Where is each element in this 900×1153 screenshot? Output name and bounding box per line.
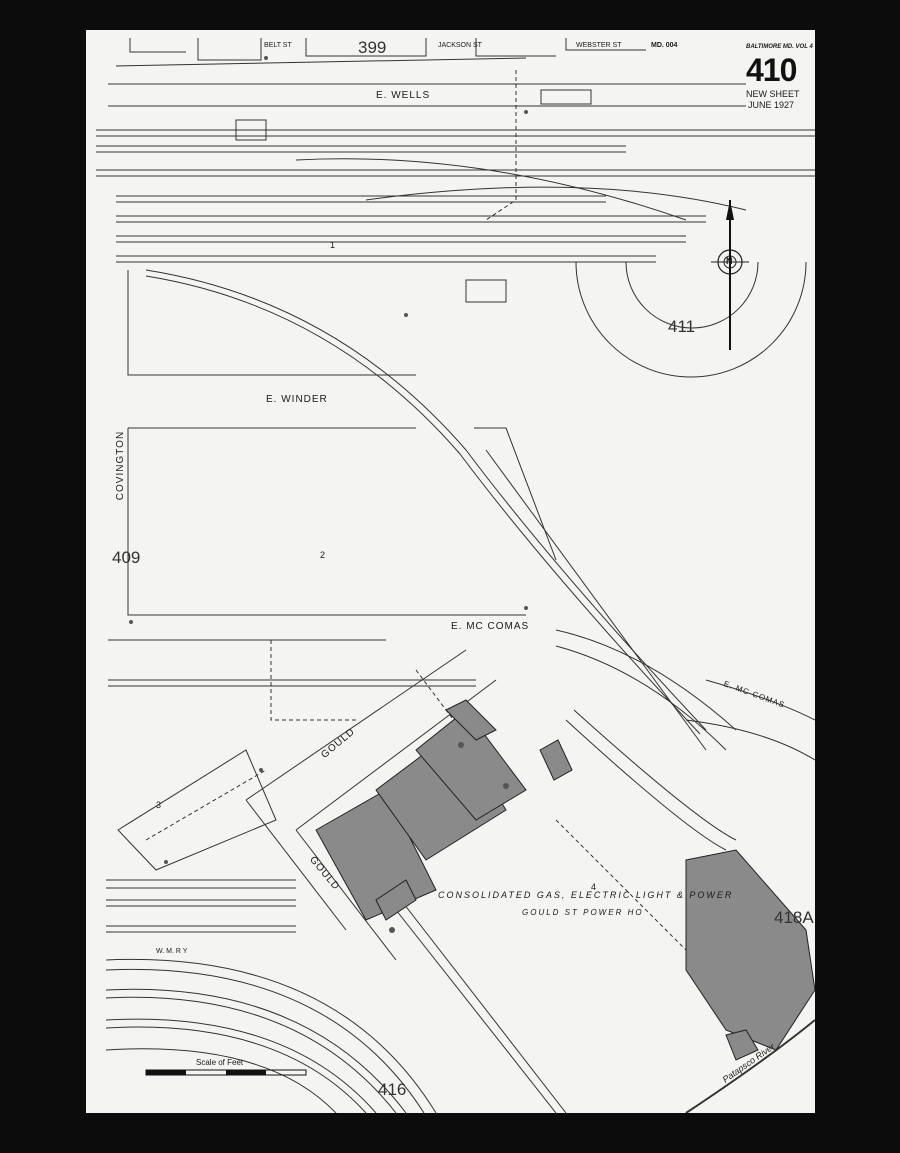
plant-name: GOULD ST POWER HO [522,908,644,917]
sheet-date: JUNE 1927 [748,100,795,110]
railway-label: W. M. R Y [156,948,188,955]
street-e-mccomas: E. MC COMAS [451,621,530,632]
scale-label: Scale of Feet [196,1058,244,1067]
block-number: 4 [591,882,597,892]
volume-label: BALTIMORE MD. VOL 4 [746,44,813,50]
plant-company: CONSOLIDATED GAS, ELECTRIC LIGHT & POWER [438,890,734,900]
adjoining-sheet-left: 409 [112,548,141,567]
map-drawing [96,38,815,1113]
compass-letter: N [726,256,733,266]
binding-hole [68,420,73,440]
street-e-wells: E. WELLS [376,90,431,101]
adjoining-sheet-top: 399 [358,38,387,57]
jackson-st-label: JACKSON ST [438,42,482,49]
block-number: 2 [320,550,326,560]
street-e-winder: E. WINDER [266,394,328,405]
adjoining-sheet-right-mid: 411 [668,317,696,336]
belt-st-label: BELT ST [264,42,292,49]
adjoining-sheet-bottom: 416 [378,1080,407,1099]
md-code: MD. 004 [651,42,678,49]
sheet-number: 410 [746,52,797,88]
binding-hole [68,705,73,725]
adjoining-sheet-right-lower: 418A [774,908,814,927]
street-covington: COVINGTON [115,430,127,501]
compass-icon [711,200,749,350]
binding-hole [68,133,73,153]
map-sheet: BELT ST 399 JACKSON ST WEBSTER ST MD. 00… [86,30,815,1113]
new-sheet-label: NEW SHEET [746,89,800,99]
block-number: 3 [156,800,162,810]
binding-hole [68,990,73,1010]
webster-st-label: WEBSTER ST [576,42,622,49]
scale-bar [145,1069,307,1076]
block-number: 1 [330,240,336,250]
